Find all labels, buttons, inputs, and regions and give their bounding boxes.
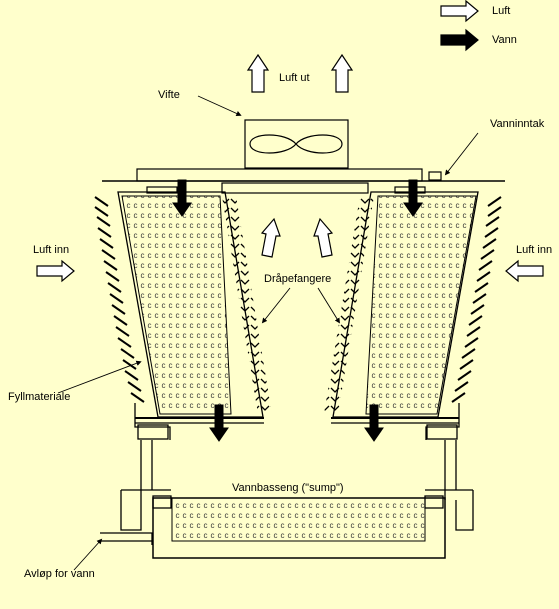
fan-icon [249, 134, 343, 154]
drift-eliminator-label: Dråpefangere [264, 273, 332, 285]
legend-air-label: Luft [492, 5, 511, 17]
drift-eliminator-right [324, 196, 374, 414]
fill-label: Fyllmateriale [8, 391, 71, 403]
sump-label: Vannbasseng ("sump") [232, 482, 344, 494]
top-deck [136, 168, 423, 182]
air-in-right-label: Luft inn [516, 244, 553, 256]
legend-water-label: Vann [492, 34, 517, 46]
air-out-arrow-icon [330, 53, 354, 93]
water-intake-label: Vanninntak [490, 118, 545, 130]
air-up-arrow-icon [260, 217, 281, 258]
inlet-louvers [94, 196, 502, 403]
drift-eliminator-left [222, 196, 272, 414]
fan-label: Vifte [158, 89, 180, 101]
air-in-left-label: Luft inn [33, 244, 70, 256]
legend-air-arrow-icon [440, 0, 479, 23]
sump-water [171, 497, 426, 542]
water-intake [428, 171, 442, 181]
air-out-label: Luft ut [279, 72, 310, 84]
air-up-arrow-icon [313, 217, 334, 258]
air-out-arrow-icon [246, 53, 270, 93]
air-in-arrow-icon [505, 259, 544, 283]
fill-material-left [121, 195, 232, 415]
legend-water-arrow-icon [440, 28, 479, 52]
water-arrow-icon [172, 179, 192, 217]
basin-structure [100, 403, 474, 559]
drain-label: Avløp for vann [24, 568, 95, 580]
water-arrow-icon [403, 179, 423, 217]
fill-material-right [365, 195, 477, 415]
air-in-arrow-icon [36, 259, 75, 283]
